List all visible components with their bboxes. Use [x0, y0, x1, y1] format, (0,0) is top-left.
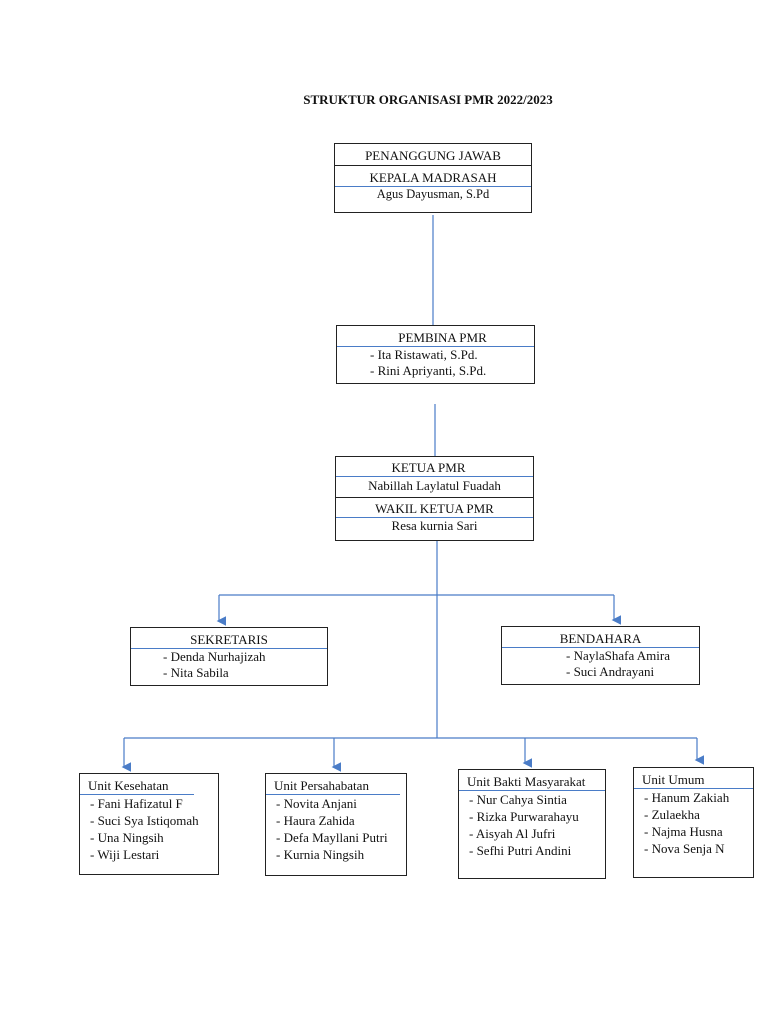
unit-bakti-masyarakat-member: - Rizka Purwarahayu [469, 809, 579, 824]
bendahara-box: BENDAHARA - NaylaShafa Amira - Suci Andr… [501, 626, 700, 685]
penanggung-jawab-header: PENANGGUNG JAWAB [335, 144, 531, 166]
unit-persahabatan-member: - Kurnia Ningsih [276, 847, 365, 862]
unit-umum-box: Unit Umum - Hanum Zakiah - Zulaekha - Na… [633, 767, 754, 878]
bendahara-member: - Suci Andrayani [566, 664, 655, 679]
ketua-name: Nabillah Laylatul Fuadah [336, 477, 533, 498]
unit-kesehatan-member: - Wiji Lestari [90, 847, 160, 862]
chart-title: STRUKTUR ORGANISASI PMR 2022/2023 [303, 92, 553, 107]
unit-bakti-masyarakat-member: - Aisyah Al Jufri [469, 826, 556, 841]
ketua-box: KETUA PMR Nabillah Laylatul Fuadah WAKIL… [335, 456, 534, 541]
kepala-madrasah-label: KEPALA MADRASAH [335, 166, 531, 187]
pembina-header: PEMBINA PMR [337, 326, 534, 347]
sekretaris-member: - Nita Sabila [163, 665, 229, 680]
ketua-header: KETUA PMR [336, 457, 533, 477]
unit-persahabatan-member: - Defa Mayllani Putri [276, 830, 388, 845]
wakil-ketua-header: WAKIL KETUA PMR [336, 498, 533, 518]
sekretaris-header: SEKRETARIS [131, 628, 327, 649]
unit-kesehatan-member: - Fani Hafizatul F [90, 796, 183, 811]
unit-umum-member: - Hanum Zakiah [644, 790, 730, 805]
unit-kesehatan-box: Unit Kesehatan - Fani Hafizatul F - Suci… [79, 773, 219, 875]
pembina-member: - Rini Apriyanti, S.Pd. [370, 363, 487, 378]
wakil-ketua-name: Resa kurnia Sari [391, 518, 478, 533]
unit-bakti-masyarakat-header: Unit Bakti Masyarakat [459, 770, 605, 791]
sekretaris-box: SEKRETARIS - Denda Nurhajizah - Nita Sab… [130, 627, 328, 686]
unit-bakti-masyarakat-member: - Sefhi Putri Andini [469, 843, 572, 858]
unit-persahabatan-member: - Haura Zahida [276, 813, 355, 828]
unit-umum-header: Unit Umum [634, 768, 753, 789]
unit-bakti-masyarakat-box: Unit Bakti Masyarakat - Nur Cahya Sintia… [458, 769, 606, 879]
bendahara-header: BENDAHARA [502, 627, 699, 648]
penanggung-jawab-box: PENANGGUNG JAWAB KEPALA MADRASAH Agus Da… [334, 143, 532, 213]
unit-kesehatan-member: - Suci Sya Istiqomah [90, 813, 199, 828]
unit-persahabatan-header: Unit Persahabatan [266, 774, 400, 795]
unit-bakti-masyarakat-member: - Nur Cahya Sintia [469, 792, 567, 807]
unit-umum-member: - Nova Senja N [644, 841, 725, 856]
sekretaris-member: - Denda Nurhajizah [163, 649, 266, 664]
pembina-member: - Ita Ristawati, S.Pd. [370, 347, 478, 362]
bendahara-member: - NaylaShafa Amira [566, 648, 670, 663]
unit-kesehatan-member: - Una Ningsih [90, 830, 164, 845]
unit-umum-member: - Najma Husna [644, 824, 723, 839]
pembina-box: PEMBINA PMR - Ita Ristawati, S.Pd. - Rin… [336, 325, 535, 384]
unit-umum-member: - Zulaekha [644, 807, 700, 822]
unit-kesehatan-header: Unit Kesehatan [80, 774, 194, 795]
kepala-madrasah-name: Agus Dayusman, S.Pd [376, 187, 490, 201]
unit-persahabatan-box: Unit Persahabatan - Novita Anjani - Haur… [265, 773, 407, 876]
unit-persahabatan-member: - Novita Anjani [276, 796, 357, 811]
